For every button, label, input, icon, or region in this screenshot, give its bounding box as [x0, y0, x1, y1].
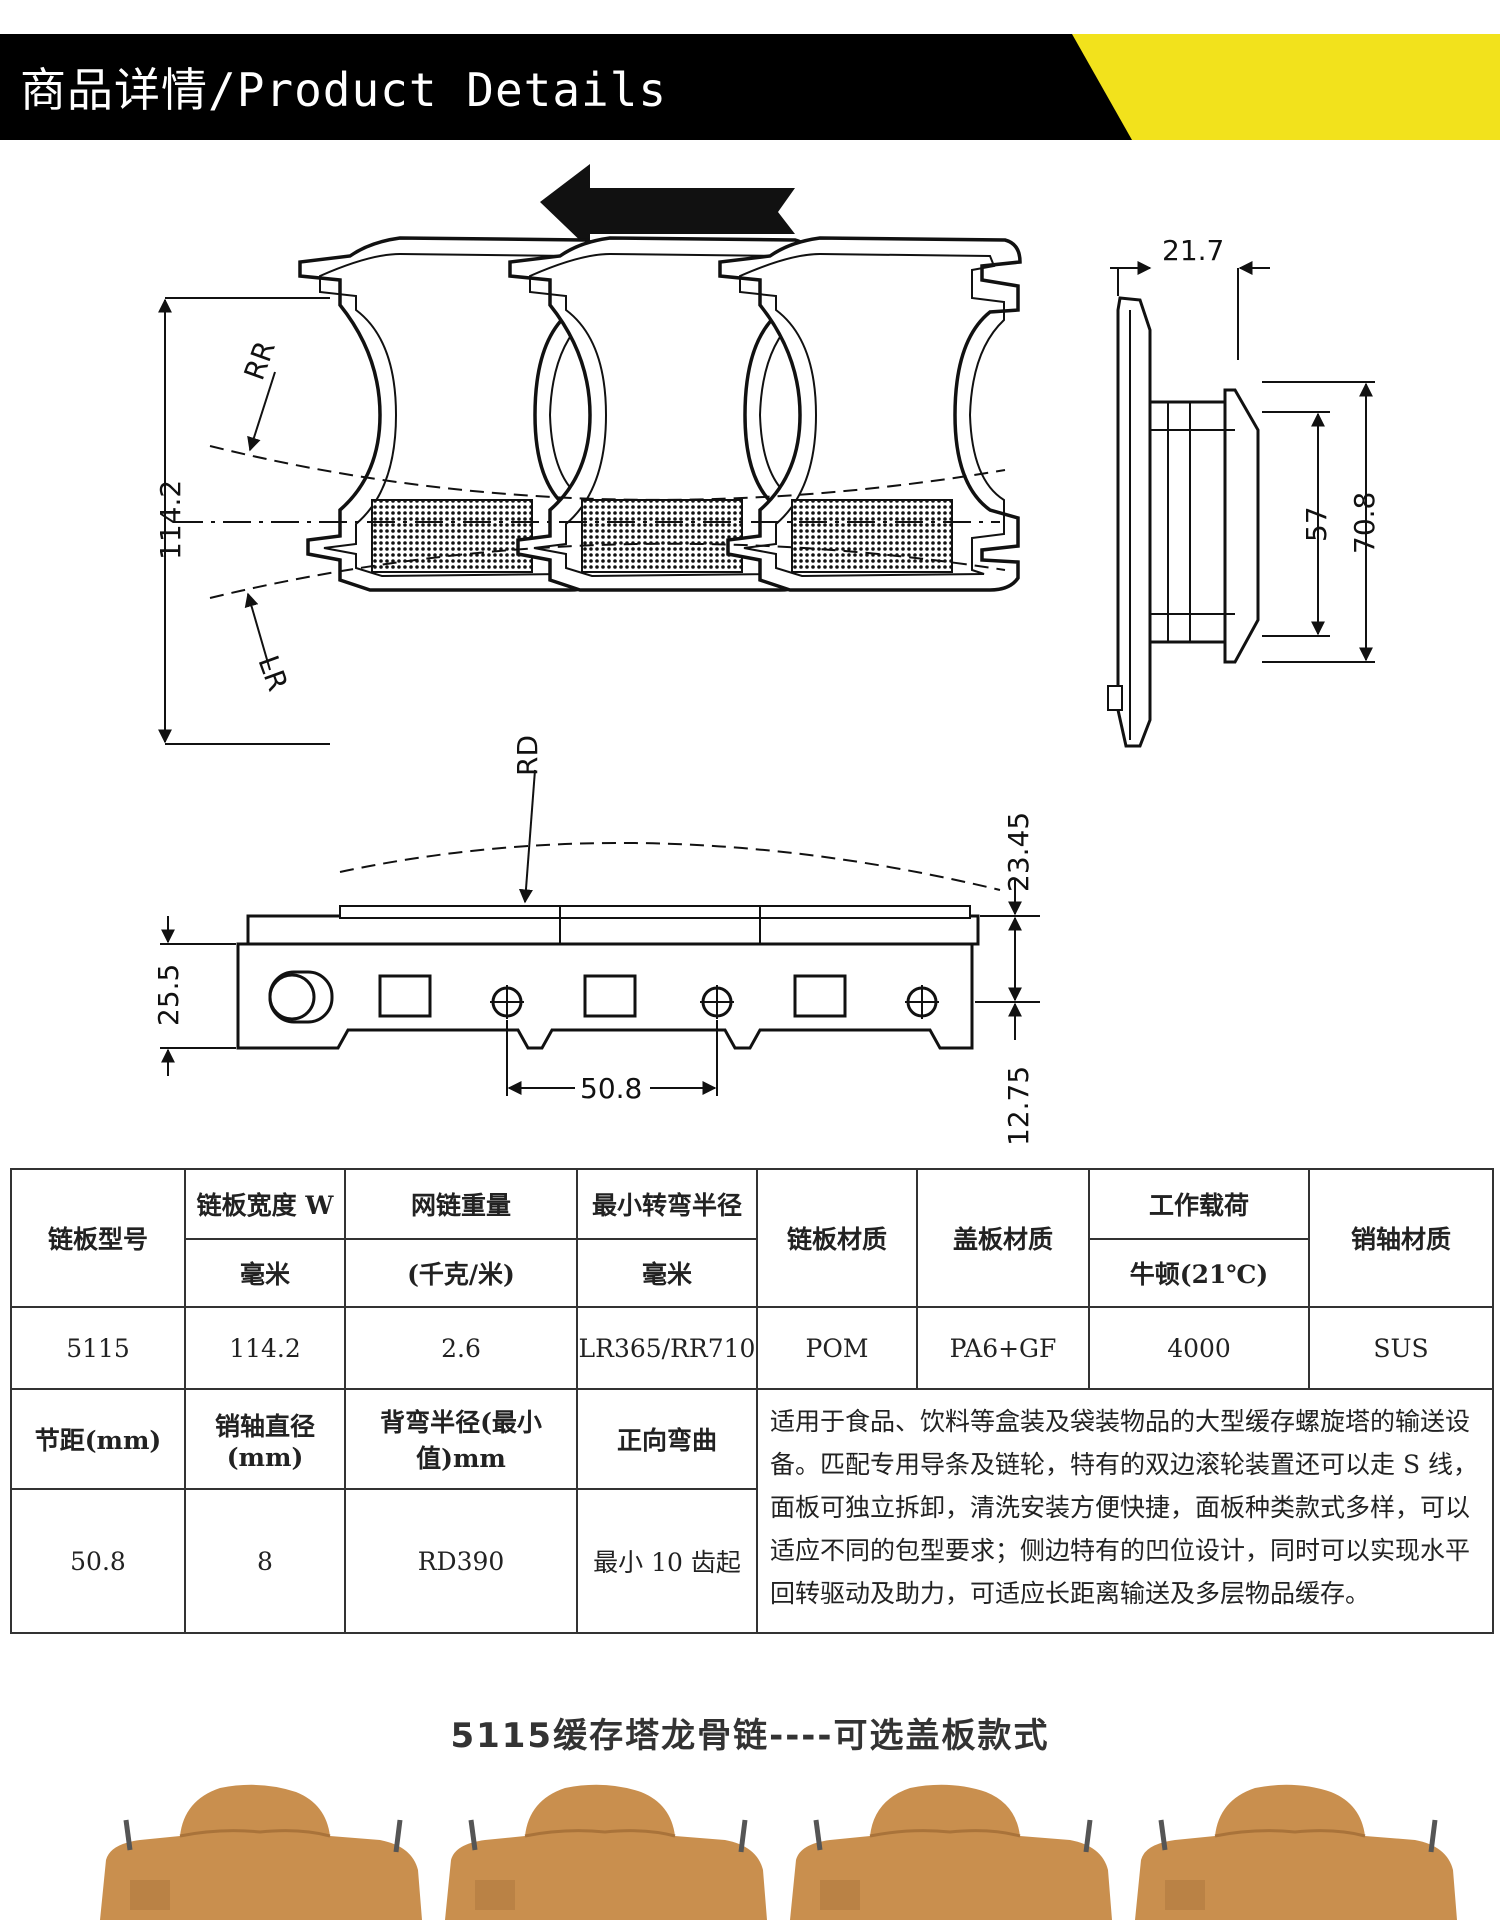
- cover-style-1: [100, 1785, 422, 1920]
- hdr-width: 链板宽度 W: [184, 1168, 346, 1240]
- val-model: 5115: [10, 1306, 186, 1390]
- val-back-radius: RD390: [344, 1488, 578, 1634]
- hdr-min-radius: 最小转弯半径: [576, 1168, 758, 1240]
- description-text: 适用于食品、饮料等盒装及袋装物品的大型缓存螺旋塔的输送设备。匹配专用导条及链轮，…: [756, 1388, 1494, 1634]
- dim-bottom-offset: 12.75: [1002, 1066, 1035, 1146]
- val-bend: 最小 10 齿起: [576, 1488, 758, 1634]
- dim-pitch: 50.8: [580, 1072, 642, 1105]
- technical-drawing: RR LR 114.2 21.7 57 70.8: [152, 164, 1381, 1146]
- unit-load: 牛顿(21℃): [1088, 1238, 1310, 1308]
- header-banner: 商品详情/Product Details: [0, 34, 1500, 140]
- unit-width: 毫米: [184, 1238, 346, 1308]
- hdr-load: 工作载荷: [1088, 1168, 1310, 1240]
- hdr-bend: 正向弯曲: [576, 1388, 758, 1490]
- dim-top-offset: 23.45: [1002, 812, 1035, 892]
- hdr-model: 链板型号: [10, 1168, 186, 1308]
- top-view: RR LR 114.2: [154, 236, 1022, 745]
- lr-label: LR: [251, 651, 294, 695]
- val-cover-material: PA6+GF: [916, 1306, 1090, 1390]
- rd-label: RD: [511, 735, 544, 776]
- banner-background: [0, 34, 1500, 140]
- hdr-pin-dia: 销轴直径(mm): [184, 1388, 346, 1490]
- val-pin-dia: 8: [184, 1488, 346, 1634]
- hdr-plate-material: 链板材质: [756, 1168, 918, 1308]
- direction-arrow-left-icon: [540, 164, 795, 250]
- unit-weight: (千克/米): [344, 1238, 578, 1308]
- val-weight: 2.6: [344, 1306, 578, 1390]
- unit-radius: 毫米: [576, 1238, 758, 1308]
- banner-accent: [1072, 34, 1500, 140]
- val-pitch: 50.8: [10, 1488, 186, 1634]
- spec-table: 链板型号 链板宽度 W 网链重量 最小转弯半径 链板材质 盖板材质 工作载荷 销…: [10, 1168, 1494, 1634]
- dim-outer-height: 70.8: [1348, 492, 1381, 554]
- hdr-cover-material: 盖板材质: [916, 1168, 1090, 1308]
- hdr-weight: 网链重量: [344, 1168, 578, 1240]
- dim-inner-height: 57: [1300, 506, 1333, 542]
- side-view: 21.7 57 70.8: [1107, 234, 1381, 748]
- hdr-back-radius: 背弯半径(最小值)mm: [344, 1388, 578, 1490]
- dim-side-thickness: 21.7: [1162, 234, 1224, 267]
- dim-chain-height: 25.5: [152, 964, 185, 1026]
- val-min-radius: LR365/RR710: [576, 1306, 758, 1390]
- val-load: 4000: [1088, 1306, 1310, 1390]
- rr-label: RR: [238, 337, 282, 385]
- cover-style-4: [1135, 1785, 1457, 1920]
- dim-width: 114.2: [154, 480, 187, 560]
- val-plate-material: POM: [756, 1306, 918, 1390]
- front-view: RD 25.5 50.8: [152, 735, 1040, 1146]
- hdr-pitch: 节距(mm): [10, 1388, 186, 1490]
- cover-style-3: [790, 1785, 1112, 1920]
- hdr-pin-material: 销轴材质: [1308, 1168, 1494, 1308]
- page-title: 商品详情/Product Details: [20, 63, 668, 117]
- cover-style-2: [445, 1785, 767, 1920]
- cover-plate-row: [0, 1780, 1500, 1920]
- section-caption: 5115缓存塔龙骨链----可选盖板款式: [450, 1716, 1050, 1756]
- val-pin-material: SUS: [1308, 1306, 1494, 1390]
- val-width: 114.2: [184, 1306, 346, 1390]
